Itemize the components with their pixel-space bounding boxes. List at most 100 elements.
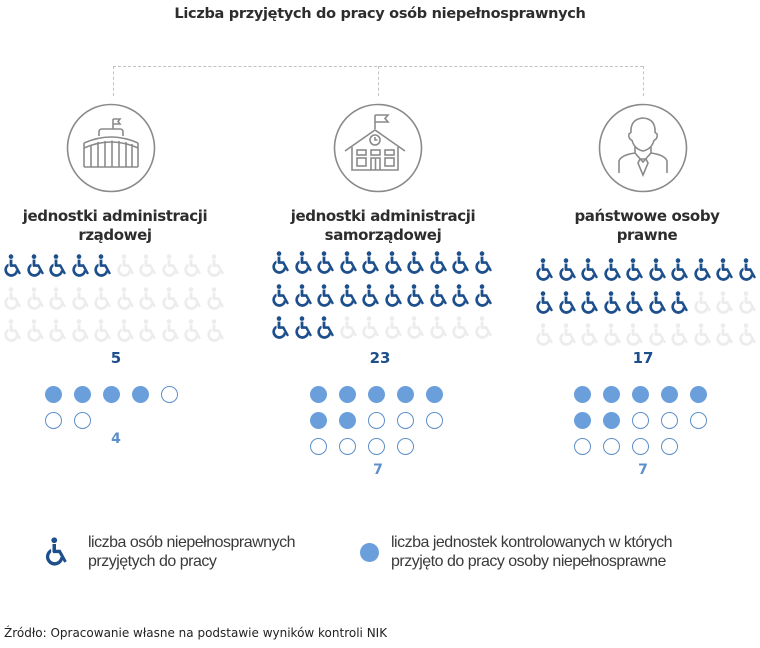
wheelchair-icon xyxy=(49,254,66,277)
legend-label: liczba osób niepełnosprawnych xyxy=(88,534,295,551)
people-count: 17 xyxy=(632,349,654,367)
empty-circle-icon xyxy=(690,412,707,429)
wheelchair-icon xyxy=(452,316,469,339)
filled-circle-icon xyxy=(397,386,414,403)
wheelchair-icon xyxy=(139,286,156,310)
wheelchair-icon xyxy=(626,258,643,281)
group-title-line: samorządowej xyxy=(324,226,442,244)
wheelchair-icon xyxy=(626,323,643,346)
empty-circle-icon xyxy=(45,412,62,429)
filled-circle-icon xyxy=(310,412,327,429)
wheelchair-icon xyxy=(26,286,44,310)
empty-circle-icon xyxy=(368,412,385,429)
wheelchair-icon xyxy=(362,251,379,274)
filled-circle-icon xyxy=(132,386,149,403)
filled-circle-icon xyxy=(603,412,620,429)
units-grid-state-legal-persons xyxy=(574,386,719,464)
filled-circle-icon xyxy=(690,386,707,403)
group-title-line: państwowe osoby xyxy=(574,207,720,225)
wheelchair-icon xyxy=(407,251,424,274)
wheelchair-icon xyxy=(206,254,224,277)
filled-circle-icon xyxy=(103,386,120,403)
people-grid-government xyxy=(3,254,228,352)
wheelchair-icon xyxy=(71,319,89,342)
wheelchair-icon xyxy=(693,258,711,281)
wheelchair-icon xyxy=(116,286,134,310)
empty-circle-icon xyxy=(661,438,678,455)
empty-circle-icon xyxy=(603,438,620,455)
wheelchair-icon xyxy=(384,283,402,307)
school-building-icon xyxy=(333,103,423,193)
wheelchair-icon xyxy=(362,316,379,339)
legend-label: liczba jednostek kontrolowanych w któryc… xyxy=(391,534,672,551)
wheelchair-icon xyxy=(339,283,357,307)
businessman-icon xyxy=(598,103,688,193)
connector-line xyxy=(643,66,644,96)
group-title-line: jednostki administracji xyxy=(22,207,208,225)
wheelchair-icon xyxy=(558,290,576,314)
wheelchair-icon xyxy=(272,283,289,307)
group-title-local-government: jednostki administracji samorządowej xyxy=(263,207,503,245)
wheelchair-icon xyxy=(116,319,134,342)
wheelchair-icon xyxy=(4,319,21,342)
filled-circle-icon xyxy=(661,386,678,403)
wheelchair-icon xyxy=(738,290,756,314)
wheelchair-icon xyxy=(26,319,44,342)
wheelchair-icon xyxy=(94,286,111,310)
units-count: 4 xyxy=(111,431,121,447)
wheelchair-icon xyxy=(71,254,89,277)
wheelchair-icon xyxy=(603,258,621,281)
wheelchair-icon xyxy=(407,316,424,339)
wheelchair-icon xyxy=(536,290,553,314)
legend-label: przyjęto do pracy osoby niepełnosprawne xyxy=(391,553,666,570)
filled-circle-icon xyxy=(368,386,385,403)
group-title-state-legal-persons: państwowe osoby prawne xyxy=(527,207,760,245)
wheelchair-icon xyxy=(474,251,492,274)
empty-circle-icon xyxy=(368,438,385,455)
wheelchair-icon xyxy=(272,251,289,274)
wheelchair-icon xyxy=(317,316,334,339)
wheelchair-icon xyxy=(184,319,201,342)
wheelchair-icon xyxy=(716,258,733,281)
wheelchair-icon xyxy=(558,258,576,281)
wheelchair-icon xyxy=(161,319,179,342)
wheelchair-icon xyxy=(384,251,402,274)
people-grid-state-legal-persons xyxy=(535,258,760,356)
people-count: 23 xyxy=(369,349,391,367)
empty-circle-icon xyxy=(661,412,678,429)
units-grid-local-government xyxy=(310,386,455,464)
wheelchair-icon xyxy=(272,316,289,339)
legend-label: przyjętych do pracy xyxy=(88,553,217,570)
wheelchair-icon xyxy=(452,283,469,307)
wheelchair-icon xyxy=(603,290,621,314)
wheelchair-icon xyxy=(671,258,688,281)
wheelchair-icon xyxy=(648,258,666,281)
wheelchair-icon xyxy=(71,286,89,310)
people-count: 5 xyxy=(110,349,122,367)
infographic-title: Liczba przyjętych do pracy osób niepełno… xyxy=(174,6,586,22)
wheelchair-icon xyxy=(116,254,134,277)
connector-line xyxy=(378,66,379,96)
group-title-line: prawne xyxy=(616,226,678,244)
wheelchair-icon xyxy=(581,258,598,281)
wheelchair-icon xyxy=(362,283,379,307)
wheelchair-icon xyxy=(49,286,66,310)
group-title-line: rządowej xyxy=(78,226,152,244)
wheelchair-icon xyxy=(671,323,688,346)
wheelchair-icon xyxy=(693,290,711,314)
wheelchair-icon xyxy=(581,323,598,346)
empty-circle-icon xyxy=(632,438,649,455)
wheelchair-icon xyxy=(671,290,688,314)
wheelchair-icon xyxy=(536,258,553,281)
wheelchair-icon xyxy=(294,316,312,339)
wheelchair-icon xyxy=(648,290,666,314)
group-title-government: jednostki administracji rządowej xyxy=(0,207,235,245)
wheelchair-icon xyxy=(474,283,492,307)
filled-circle-icon xyxy=(339,386,356,403)
wheelchair-icon xyxy=(693,323,711,346)
wheelchair-icon xyxy=(45,537,67,566)
empty-circle-icon xyxy=(339,438,356,455)
empty-circle-icon xyxy=(161,386,178,403)
wheelchair-icon xyxy=(738,258,756,281)
wheelchair-icon xyxy=(716,290,733,314)
